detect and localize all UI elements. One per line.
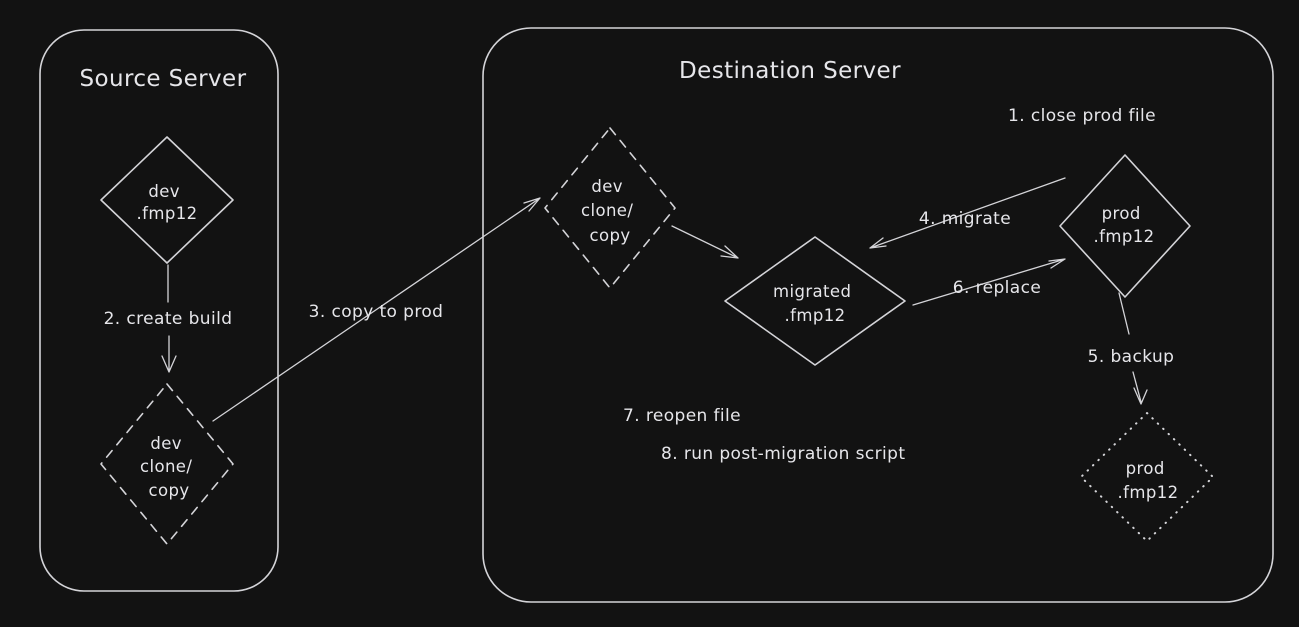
arrow-migrate bbox=[869, 177, 1066, 249]
prod-label-line1: prod bbox=[1102, 204, 1141, 223]
arrow-clone-to-migrated bbox=[671, 225, 739, 259]
step2-label: 2. create build bbox=[104, 309, 233, 329]
arrow-copy-to-prod bbox=[212, 197, 541, 422]
source-dev-label-line2: .fmp12 bbox=[137, 204, 198, 223]
arrow-backup bbox=[1118, 292, 1148, 405]
step5-label: 5. backup bbox=[1088, 347, 1175, 367]
migrated-label-line1: migrated bbox=[773, 282, 851, 301]
dest-clone-label-line2: clone/ bbox=[581, 201, 633, 220]
destination-server-box bbox=[482, 27, 1274, 603]
source-server-title: Source Server bbox=[80, 66, 247, 92]
prod-backup-label-line1: prod bbox=[1126, 459, 1165, 478]
step3-label: 3. copy to prod bbox=[309, 302, 444, 322]
prod-backup-label: prod .fmp12 bbox=[1118, 459, 1179, 502]
source-clone-label-line2: clone/ bbox=[140, 457, 192, 476]
dest-clone-label-line3: copy bbox=[589, 226, 630, 245]
source-clone-label-line3: copy bbox=[148, 481, 189, 500]
migrated-label: migrated .fmp12 bbox=[773, 282, 857, 325]
dest-clone-label: dev clone/ copy bbox=[581, 177, 639, 245]
source-clone-diamond bbox=[100, 383, 234, 545]
step7-label: 7. reopen file bbox=[623, 406, 741, 426]
prod-label-line2: .fmp12 bbox=[1094, 227, 1155, 246]
prod-backup-diamond bbox=[1080, 412, 1214, 542]
arrow-create-build bbox=[161, 335, 177, 373]
prod-backup-label-line2: .fmp12 bbox=[1118, 483, 1179, 502]
destination-server-title: Destination Server bbox=[679, 58, 901, 84]
step4-label: 4. migrate bbox=[919, 209, 1011, 229]
source-dev-label-line1: dev bbox=[148, 182, 180, 201]
dest-clone-diamond bbox=[544, 127, 676, 289]
prod-label: prod .fmp12 bbox=[1094, 204, 1155, 246]
dest-clone-label-line1: dev bbox=[591, 177, 623, 196]
source-clone-label-line1: dev bbox=[150, 434, 182, 453]
arrow-replace bbox=[912, 258, 1066, 306]
step6-label: 6. replace bbox=[953, 278, 1041, 298]
migrated-diamond bbox=[724, 236, 906, 366]
source-dev-diamond bbox=[100, 136, 234, 264]
source-dev-label: dev .fmp12 bbox=[137, 182, 198, 223]
source-clone-label: dev clone/ copy bbox=[140, 434, 198, 500]
step1-label: 1. close prod file bbox=[1008, 106, 1156, 126]
step8-label: 8. run post-migration script bbox=[661, 444, 905, 464]
source-server-box bbox=[39, 29, 279, 592]
migrated-label-line2: .fmp12 bbox=[785, 306, 846, 325]
prod-diamond bbox=[1059, 154, 1191, 298]
